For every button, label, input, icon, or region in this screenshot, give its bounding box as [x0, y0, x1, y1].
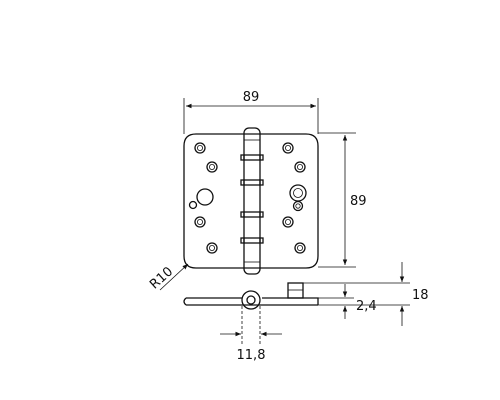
width-label: 89 — [243, 90, 260, 105]
right-leaf-screw-holes — [282, 142, 307, 254]
height-label: 89 — [350, 194, 367, 209]
radius-label: R10 — [147, 264, 176, 292]
knuckle-diameter-dimension: 11,8 — [220, 306, 282, 363]
thickness-dimension: 2,4 — [318, 284, 377, 319]
pin-height-label: 18 — [412, 288, 429, 303]
knuckle-diameter-label: 11,8 — [237, 348, 266, 363]
pin-height-dimension: 18 — [303, 262, 429, 326]
left-leaf-screw-holes — [188, 142, 218, 254]
radius-callout: R10 — [147, 263, 189, 293]
width-dimension: 89 — [183, 90, 319, 134]
height-dimension: 89 — [318, 132, 367, 268]
thickness-label: 2,4 — [356, 299, 377, 314]
hinge-side-view — [183, 282, 319, 310]
hinge-front-view — [183, 127, 319, 275]
